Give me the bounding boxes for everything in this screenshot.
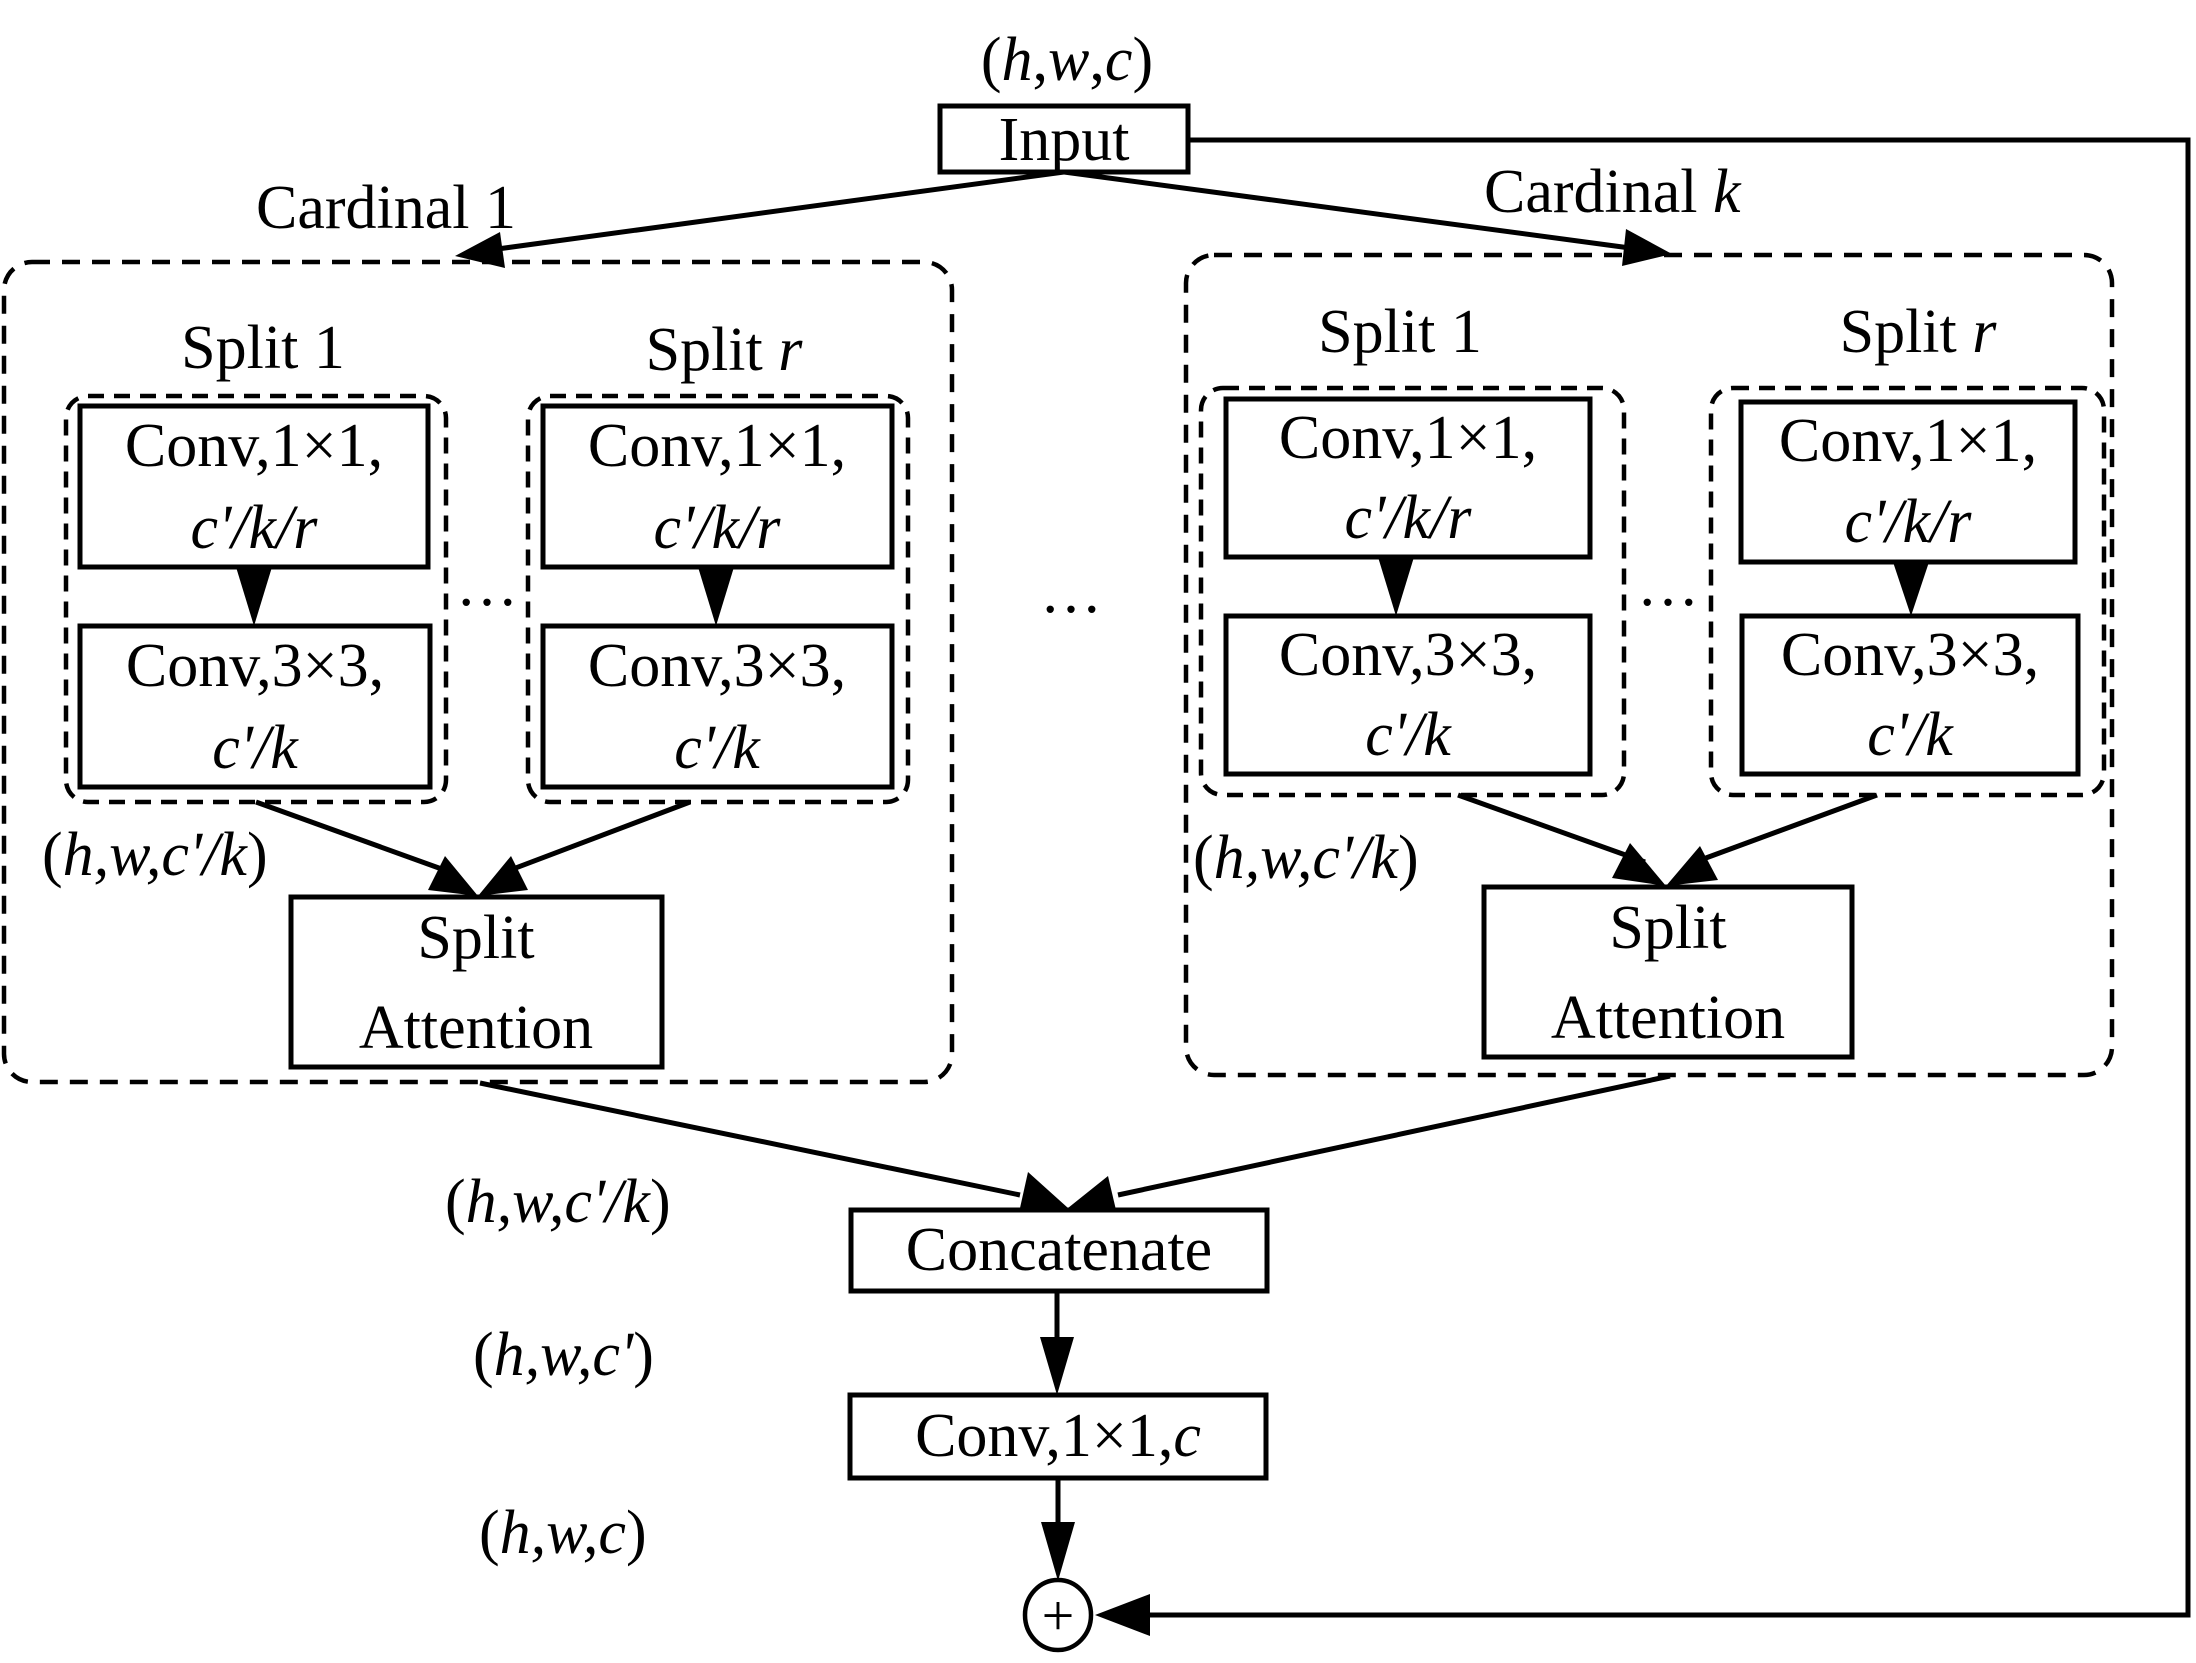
cardinal-k-shape-label: (h,w,c'/k) [1193, 824, 1419, 892]
cardinal-k-split-r-title: Split r [1840, 298, 1998, 366]
arrowhead-concat-left [1020, 1172, 1068, 1208]
skip-connection-line [1150, 137, 2191, 1618]
conv3x3-line1: Conv,3×3, [1279, 621, 1537, 689]
arrow-cardinal-k-to-concat [1117, 1073, 1671, 1198]
cardinal-k-split-r-conv1x1[interactable]: Conv,1×1, c'/k/r [1738, 399, 2078, 565]
cardinal-k-container [1183, 252, 2115, 1078]
concatenate-label: Concatenate [906, 1216, 1212, 1284]
cardinal-1-group: Cardinal 1 Split 1 Conv,1×1, c'/k/r Conv… [1, 174, 955, 1085]
cardinal-k-split-attention[interactable]: Split Attention [1481, 884, 1855, 1060]
arrowhead-conv [1040, 1337, 1074, 1395]
output-shape-label: (h,w,c) [479, 1499, 647, 1567]
conv3x3-line2: c'/k [1867, 701, 1954, 769]
cardinal-1-split-r-container [525, 393, 911, 805]
conv3x3-line2: c'/k [1365, 701, 1452, 769]
conv-input-shape-label: (h,w,c') [473, 1321, 654, 1389]
conv1x1-line2: c'/k/r [191, 494, 319, 562]
arrowhead-add [1041, 1522, 1075, 1581]
cardinal-1-split-r-conv3x3[interactable]: Conv,3×3, c'/k [540, 623, 895, 790]
arrowhead-c1s1-attention [428, 856, 478, 896]
input-label: Input [999, 106, 1130, 174]
split-attention-line1: Split [417, 904, 534, 972]
cardinal-1-split-1-container [63, 393, 449, 805]
conv1x1-line1: Conv,1×1, [1779, 407, 2037, 475]
conv1x1-line2: c'/k/r [654, 494, 782, 562]
arrow-cksr-to-attention [1694, 792, 1878, 865]
arrowhead-c1sr-attention [478, 856, 528, 896]
cardinal-k-split-1-title: Split 1 [1318, 298, 1482, 366]
cardinal-1-container [1, 259, 955, 1085]
conv1x1-line1: Conv,1×1, [125, 412, 383, 480]
cardinal-1-shape-label: (h,w,c'/k) [42, 821, 268, 889]
add-node[interactable]: + [1022, 1577, 1094, 1653]
split-attention-line1: Split [1609, 894, 1726, 962]
cardinal-1-split-attention[interactable]: Split Attention [288, 894, 665, 1070]
cardinal-1-title: Cardinal 1 [256, 174, 516, 242]
arrow-input-to-cardinal-k [1063, 169, 1631, 251]
concat-input-shape-label: (h,w,c'/k) [445, 1168, 671, 1236]
conv1x1-line2: c'/k/r [1345, 484, 1473, 552]
plus-icon: + [1042, 1583, 1075, 1648]
arrowhead-concat-right [1068, 1176, 1116, 1210]
conv1x1-line1: Conv,1×1, [588, 412, 846, 480]
cardinal-k-split-r-conv3x3[interactable]: Conv,3×3, c'/k [1739, 613, 2081, 777]
split-attention-line2: Attention [359, 994, 593, 1062]
arrow-cks1-to-attention [1457, 792, 1646, 865]
cardinal-1-split-r-title: Split r [646, 316, 804, 384]
cardinal-k-split-1-container [1198, 385, 1627, 798]
input-shape-label: (h,w,c) [981, 26, 1153, 94]
cardinal-k-split-ellipsis: … [1637, 551, 1699, 619]
conv3x3-line2: c'/k [212, 714, 299, 782]
cardinal-k-split-1-conv3x3[interactable]: Conv,3×3, c'/k [1223, 613, 1593, 777]
arrowhead-cks1-attention [1612, 843, 1666, 886]
arrowhead-cksr-conv1-to-conv3 [1893, 562, 1929, 616]
cardinal-1-split-1-title: Split 1 [181, 314, 345, 382]
arrowhead-cksr-attention [1666, 846, 1718, 886]
conv3x3-line1: Conv,3×3, [1781, 621, 2039, 689]
input-node[interactable]: Input [937, 103, 1191, 175]
final-conv-label: Conv,1×1,c [915, 1402, 1201, 1470]
arrow-cardinal-1-to-concat [479, 1080, 1021, 1198]
final-conv-node[interactable]: Conv,1×1,c [847, 1392, 1269, 1481]
cardinal-1-split-1-conv3x3[interactable]: Conv,3×3, c'/k [77, 623, 433, 790]
add-circle[interactable] [1022, 1577, 1094, 1653]
cardinal-k-group: Cardinal k Split 1 Conv,1×1, c'/k/r Conv… [1183, 158, 2115, 1078]
conv1x1-line1: Conv,1×1, [1279, 404, 1537, 472]
conv1x1-line2: c'/k/r [1845, 488, 1973, 556]
conv3x3-line1: Conv,3×3, [126, 632, 384, 700]
arrowhead-cardinal-k [1622, 229, 1672, 266]
split-attention-line2: Attention [1551, 984, 1785, 1052]
arrowhead-c1s1-conv1-to-conv3 [236, 567, 272, 626]
arrowhead-c1sr-conv1-to-conv3 [698, 567, 734, 626]
conv3x3-line1: Conv,3×3, [588, 632, 846, 700]
cardinal-1-split-ellipsis: … [456, 551, 518, 619]
cardinal-1-split-r-conv1x1[interactable]: Conv,1×1, c'/k/r [540, 403, 895, 570]
arrowhead-skip [1095, 1594, 1150, 1636]
arrow-input-to-cardinal-1 [489, 169, 1065, 253]
arrowhead-cks1-conv1-to-conv3 [1378, 557, 1414, 616]
cardinal-k-split-1-conv1x1[interactable]: Conv,1×1, c'/k/r [1223, 396, 1593, 560]
arrowhead-cardinal-1 [455, 232, 505, 268]
cardinal-k-title: Cardinal k [1484, 158, 1742, 226]
arrow-c1s1-to-attention [255, 799, 451, 875]
arrow-c1sr-to-attention [504, 799, 691, 875]
cardinal-1-split-1-conv1x1[interactable]: Conv,1×1, c'/k/r [77, 403, 431, 570]
cardinal-ellipsis: … [1040, 558, 1102, 626]
concatenate-node[interactable]: Concatenate [848, 1207, 1270, 1294]
conv3x3-line2: c'/k [674, 714, 761, 782]
